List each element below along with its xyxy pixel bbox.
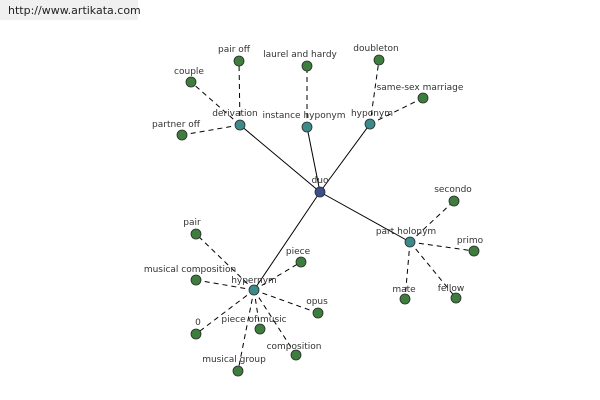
watermark-url: http://www.artikata.com — [8, 4, 141, 17]
labels-layer: couple pair off partner off laurel and hard… — [144, 44, 484, 365]
edge-part-holonym-secondo — [409, 200, 455, 243]
leaf-label-couple: couple — [174, 67, 204, 77]
edge-part-holonym-fellow — [409, 241, 457, 299]
leaf-label-laurel-and-hardy: laurel and hardy — [263, 50, 337, 60]
leaf-label-piece-of-music: piece of music — [221, 315, 286, 325]
edge-hypernym-opus — [253, 289, 319, 314]
nodes-layer — [176, 54, 480, 377]
leaf-label-fellow: fellow — [438, 284, 465, 294]
edge-derivation-couple — [190, 81, 241, 126]
leaf-label-primo: primo — [457, 236, 484, 246]
relation-node-hypernym[interactable] — [248, 284, 260, 296]
relation-label-instance-hyponym: instance hyponym — [262, 111, 345, 121]
leaf-label-partner-off: partner off — [152, 120, 201, 130]
edge-hypernym-musical-group — [237, 289, 255, 372]
edge-duo-hyponym — [319, 123, 371, 193]
relation-label-hyponym: hyponym — [351, 109, 393, 119]
leaf-label-composition: composition — [267, 342, 322, 352]
leaf-label-doubleton: doubleton — [353, 44, 398, 54]
edge-duo-instance-hyponym — [306, 126, 321, 193]
edge-part-holonym-mate — [404, 241, 411, 300]
leaf-node-primo[interactable] — [468, 245, 480, 257]
leaf-node-pair-off[interactable] — [233, 55, 245, 67]
edge-hyponym-doubleton — [369, 59, 380, 125]
leaf-label-pair-off: pair off — [218, 45, 251, 55]
leaf-node-partner-off[interactable] — [176, 129, 188, 141]
leaf-label-musical-composition: musical composition — [144, 265, 236, 275]
relation-label-hypernym: hypernym — [231, 276, 277, 286]
relation-node-hyponym[interactable] — [364, 118, 376, 130]
leaf-label-mate: mate — [392, 285, 416, 295]
leaf-node-laurel-and-hardy[interactable] — [301, 60, 313, 72]
leaf-node-musical-composition[interactable] — [190, 274, 202, 286]
relation-label-derivation: derivation — [212, 109, 258, 119]
edges-layer — [181, 59, 475, 372]
edge-duo-part-holonym — [319, 191, 411, 243]
center-label-duo: duo — [312, 176, 329, 186]
edge-hypernym-piece — [253, 261, 302, 291]
relation-node-part-holonym[interactable] — [404, 236, 416, 248]
edge-hyponym-same-sex-marriage — [369, 97, 424, 125]
leaf-node-same-sex-marriage[interactable] — [417, 92, 429, 104]
edge-hypernym-0 — [195, 289, 255, 335]
leaf-node-piece[interactable] — [295, 256, 307, 268]
edge-hypernym-musical-composition — [195, 279, 255, 291]
watermark-bar: http://www.artikata.com — [0, 0, 141, 20]
leaf-node-piece-of-music[interactable] — [254, 323, 266, 335]
edge-hypernym-composition — [253, 289, 297, 356]
leaf-node-opus[interactable] — [312, 307, 324, 319]
leaf-node-0[interactable] — [190, 328, 202, 340]
edge-duo-hypernym — [253, 191, 321, 291]
edge-part-holonym-primo — [409, 241, 475, 252]
edge-duo-derivation — [239, 124, 321, 193]
leaf-label-pair: pair — [183, 218, 201, 228]
relation-node-derivation[interactable] — [234, 119, 246, 131]
leaf-node-secondo[interactable] — [448, 195, 460, 207]
leaf-node-fellow[interactable] — [450, 292, 462, 304]
edge-hypernym-pair — [195, 233, 255, 291]
relation-node-instance-hyponym[interactable] — [301, 121, 313, 133]
leaf-label-secondo: secondo — [434, 185, 472, 195]
edge-hypernym-piece-of-music — [253, 289, 261, 330]
relation-label-part-holonym: part holonym — [376, 227, 436, 237]
edge-derivation-partner-off — [181, 124, 241, 136]
leaf-node-musical-group[interactable] — [232, 365, 244, 377]
leaf-label-0: 0 — [195, 318, 201, 328]
leaf-node-doubleton[interactable] — [373, 54, 385, 66]
leaf-label-opus: opus — [306, 297, 328, 307]
leaf-node-couple[interactable] — [185, 76, 197, 88]
center-node-duo[interactable] — [314, 186, 326, 198]
leaf-label-musical-group: musical group — [202, 355, 266, 365]
edge-derivation-pair-off — [238, 60, 241, 126]
leaf-node-pair[interactable] — [190, 228, 202, 240]
leaf-label-same-sex-marriage: same-sex marriage — [377, 83, 464, 93]
leaf-node-mate[interactable] — [399, 293, 411, 305]
leaf-node-composition[interactable] — [290, 349, 302, 361]
leaf-label-piece: piece — [286, 247, 311, 257]
